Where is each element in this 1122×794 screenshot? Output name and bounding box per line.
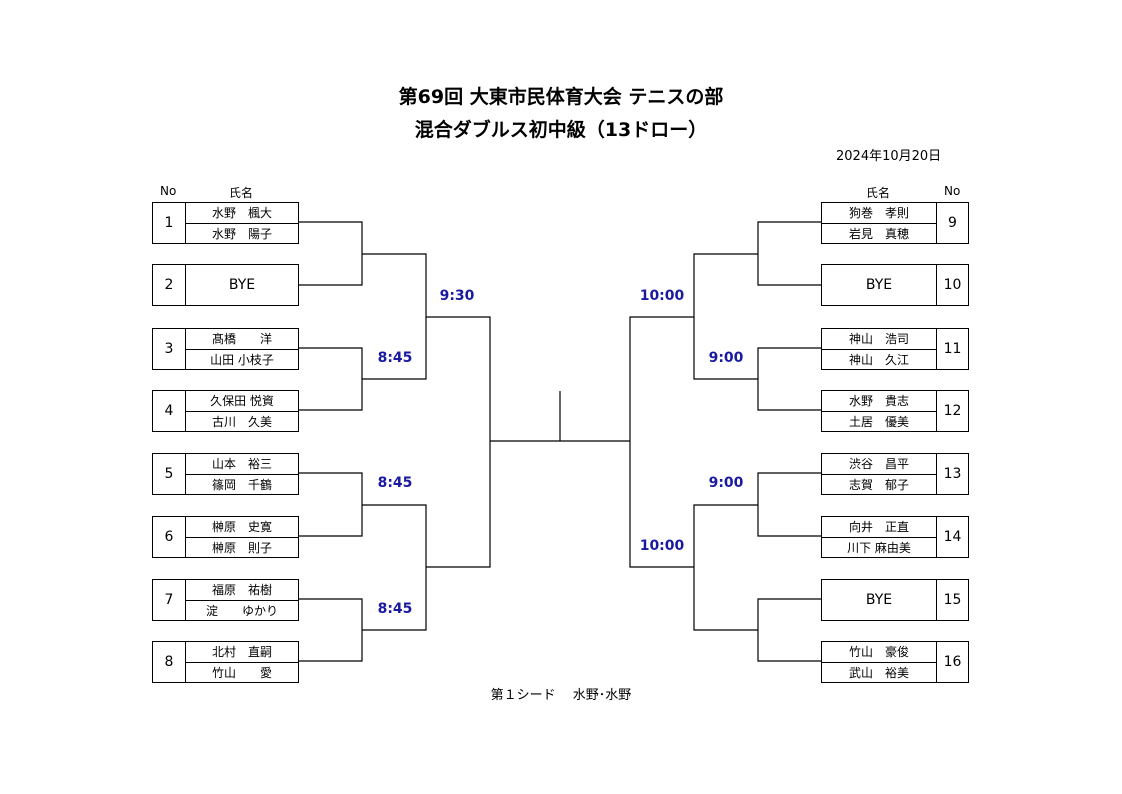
player-name: 篠岡 千鶴	[186, 474, 298, 495]
entry-pair: 髙橋 洋 山田 小枝子	[185, 328, 299, 370]
player-name: 久保田 悦資	[210, 394, 274, 408]
match-time: 9:00	[708, 350, 744, 366]
player-name: 福原 祐樹	[211, 583, 272, 597]
entry-pair: 榊原 史寛 榊原 則子	[185, 516, 299, 558]
match-time: 8:45	[377, 601, 413, 617]
match-time: 9:00	[708, 475, 744, 491]
player-name: 髙橋 洋	[211, 332, 272, 346]
match-time: 9:30	[439, 288, 475, 304]
player-name: 神山 久江	[822, 349, 936, 370]
seed-number: 10	[936, 264, 969, 306]
entry-pair: 水野 楓大 水野 陽子	[185, 202, 299, 244]
entry-pair: 竹山 豪俊 武山 裕美	[821, 641, 937, 683]
seed-number: 4	[152, 390, 186, 432]
player-name: 淀 ゆかり	[186, 600, 298, 621]
entry-pair: 狗巻 孝則 岩見 真穂	[821, 202, 937, 244]
player-name: 渋谷 昌平	[848, 457, 909, 471]
entry-pair: 水野 貴志 土居 優美	[821, 390, 937, 432]
header-no-left: No	[160, 184, 177, 198]
player-name: 古川 久美	[186, 411, 298, 432]
seed-number: 12	[936, 390, 969, 432]
player-name: 土居 優美	[822, 411, 936, 432]
seed-number: 14	[936, 516, 969, 558]
player-name: 山田 小枝子	[186, 349, 298, 370]
bye-entry: BYE	[821, 579, 937, 621]
player-name: 狗巻 孝則	[848, 206, 909, 220]
seed-number: 11	[936, 328, 969, 370]
header-no-right: No	[944, 184, 961, 198]
entry-pair: 渋谷 昌平 志賀 郁子	[821, 453, 937, 495]
entry-pair: 福原 祐樹 淀 ゆかり	[185, 579, 299, 621]
match-time: 10:00	[639, 538, 685, 554]
seed-number: 16	[936, 641, 969, 683]
player-name: 榊原 史寛	[211, 520, 272, 534]
seed-number: 13	[936, 453, 969, 495]
player-name: 武山 裕美	[822, 662, 936, 683]
seed-number: 15	[936, 579, 969, 621]
page-subtitle: 混合ダブルス初中級（13ドロー）	[414, 119, 708, 141]
bye-entry: BYE	[185, 264, 299, 306]
seed-number: 9	[936, 202, 969, 244]
entry-pair: 神山 浩司 神山 久江	[821, 328, 937, 370]
page-title: 第69回 大東市民体育大会 テニスの部	[398, 86, 724, 108]
player-name: 志賀 郁子	[822, 474, 936, 495]
seed-number: 6	[152, 516, 186, 558]
bye-entry: BYE	[821, 264, 937, 306]
match-time: 10:00	[639, 288, 685, 304]
player-name: 水野 楓大	[211, 206, 272, 220]
player-name: 北村 直嗣	[211, 645, 272, 659]
seed-number: 7	[152, 579, 186, 621]
seed-number: 5	[152, 453, 186, 495]
player-name: 山本 裕三	[211, 457, 272, 471]
player-name: 岩見 真穂	[822, 223, 936, 244]
entry-pair: 山本 裕三 篠岡 千鶴	[185, 453, 299, 495]
player-name: 榊原 則子	[186, 537, 298, 558]
player-name: 神山 浩司	[848, 332, 909, 346]
event-date: 2024年10月20日	[836, 149, 942, 164]
entry-pair: 向井 正直 川下 麻由美	[821, 516, 937, 558]
header-name-right: 氏名	[866, 186, 891, 200]
player-name: 竹山 愛	[186, 662, 298, 683]
player-name: 川下 麻由美	[822, 537, 936, 558]
match-time: 8:45	[377, 350, 413, 366]
seed-number: 8	[152, 641, 186, 683]
header-name-left: 氏名	[229, 186, 254, 200]
player-name: 向井 正直	[848, 520, 909, 534]
entry-pair: 久保田 悦資 古川 久美	[185, 390, 299, 432]
seed-number: 3	[152, 328, 186, 370]
player-name: 竹山 豪俊	[848, 645, 909, 659]
player-name: 水野 貴志	[848, 394, 909, 408]
seed-note: 第１シード 水野･水野	[490, 688, 632, 703]
player-name: 水野 陽子	[186, 223, 298, 244]
entry-pair: 北村 直嗣 竹山 愛	[185, 641, 299, 683]
seed-number: 1	[152, 202, 186, 244]
match-time: 8:45	[377, 475, 413, 491]
seed-number: 2	[152, 264, 186, 306]
